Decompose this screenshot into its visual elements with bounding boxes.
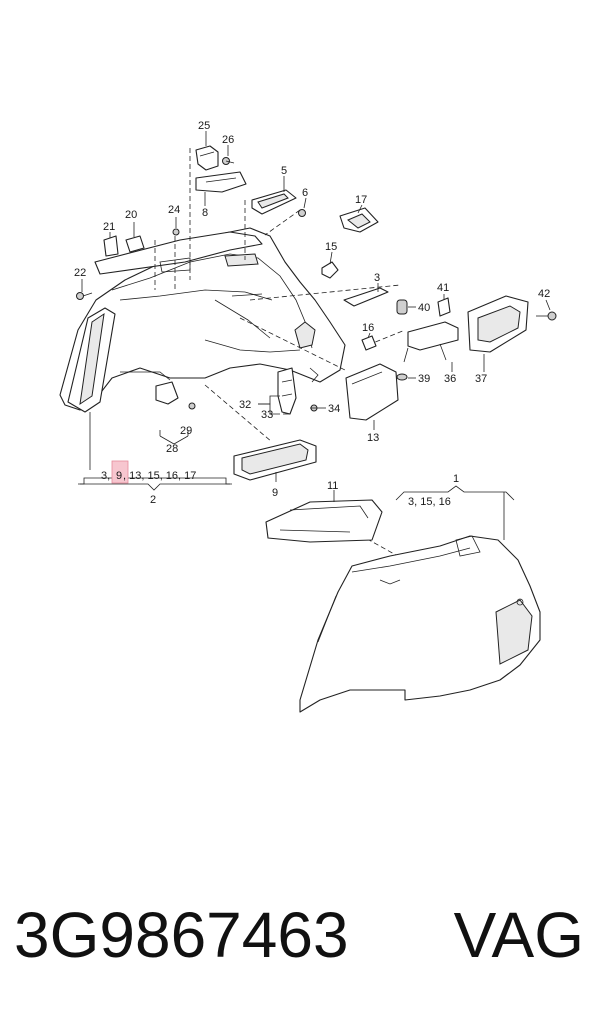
part-6-screw xyxy=(298,209,306,217)
part-20-bracket xyxy=(125,235,145,253)
callout-13: 13 xyxy=(367,432,379,444)
callout-25: 25 xyxy=(198,120,210,132)
callout-8: 8 xyxy=(202,207,208,219)
footer: 3G9867463 VAG xyxy=(0,890,600,980)
callout-5: 5 xyxy=(281,165,287,177)
callout-17: 17 xyxy=(355,194,367,206)
callout-1: 1 xyxy=(453,473,459,485)
callout-9: 9 xyxy=(272,487,278,499)
part-9-seal xyxy=(233,439,317,481)
callout-36: 36 xyxy=(444,373,456,385)
callout-labels: 25 26 5 6 8 17 15 24 20 21 22 3 16 40 41… xyxy=(74,120,550,508)
parts-diagram: 25 26 5 6 8 17 15 24 20 21 22 3 16 40 41… xyxy=(59,120,557,713)
group-2-list-end: , 13, 15, 16, 17 xyxy=(123,470,196,482)
part-11-tray xyxy=(265,499,383,543)
part-number: 3G9867463 xyxy=(14,899,349,971)
group-2-list-start: 3, xyxy=(101,470,110,482)
callout-42: 42 xyxy=(538,288,550,300)
callout-39: 39 xyxy=(418,373,430,385)
callout-41: 41 xyxy=(437,282,449,294)
callout-40: 40 xyxy=(418,302,430,314)
callout-22: 22 xyxy=(74,267,86,279)
callout-11: 11 xyxy=(327,480,338,492)
highlight-box xyxy=(111,460,129,484)
part-24-screw xyxy=(172,228,180,236)
part-32-bracket xyxy=(277,367,297,415)
part-36-bracket xyxy=(403,321,459,363)
part-13-cover xyxy=(345,363,399,421)
part-21-bracket xyxy=(103,235,119,257)
group-2-list-highlighted: 9 xyxy=(116,470,122,482)
callout-32: 32 xyxy=(239,399,251,411)
part-22-screw xyxy=(76,292,93,300)
callout-34: 34 xyxy=(328,403,340,415)
part-29-frame xyxy=(155,381,196,410)
callout-15: 15 xyxy=(325,241,337,253)
callout-2: 2 xyxy=(150,494,156,506)
callout-24: 24 xyxy=(168,204,180,216)
callout-16: 16 xyxy=(362,322,374,334)
callout-28: 28 xyxy=(166,443,178,455)
part-15-clip xyxy=(321,261,339,279)
part-16-clip xyxy=(361,335,377,351)
part-8-bracket xyxy=(195,171,247,193)
part-25-bracket xyxy=(195,145,219,171)
upper-trim-panel xyxy=(59,227,346,413)
part-37-cover xyxy=(467,295,529,353)
brand-label: VAG xyxy=(453,899,584,971)
part-40-grommet xyxy=(396,299,408,315)
callout-20: 20 xyxy=(125,209,137,221)
part-39-washer xyxy=(396,373,408,381)
part-26-screw xyxy=(222,157,235,165)
callout-6: 6 xyxy=(302,187,308,199)
callout-3: 3 xyxy=(374,272,380,284)
part-1-lower-panel xyxy=(299,535,541,713)
callout-33: 33 xyxy=(261,409,273,421)
callout-26: 26 xyxy=(222,134,234,146)
part-42-screw xyxy=(536,311,557,321)
part-5-frame xyxy=(251,189,297,215)
callout-37: 37 xyxy=(475,373,487,385)
group-1-list: 3, 15, 16 xyxy=(408,496,451,508)
part-3-strip xyxy=(343,287,389,307)
callout-29: 29 xyxy=(180,425,192,437)
callout-21: 21 xyxy=(103,221,115,233)
part-41-clip xyxy=(437,297,451,317)
part-17-clip xyxy=(339,207,379,233)
leader-lines xyxy=(78,131,551,540)
